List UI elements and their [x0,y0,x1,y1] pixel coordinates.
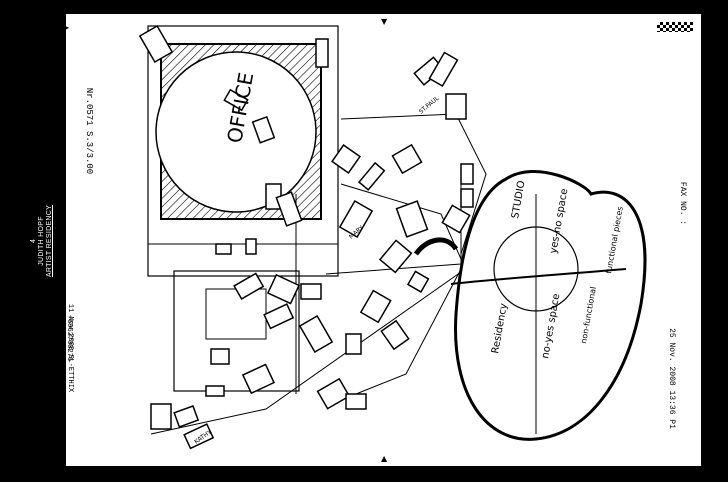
fax-page-code: 02/02 [48,66,58,91]
yes-no-space-label: yes-no space [548,188,570,255]
building-outline [147,25,339,277]
sidebar: 4 JUDITH HOPF ARTIST RESIDENCY [0,0,66,482]
fax-header-pattern [657,22,693,32]
residency-label: Residency [490,302,510,354]
no-yes-space-label: no-yes space [540,293,562,360]
author-name: JUDITH HOPF [38,216,45,266]
fax-sheet: ▼ ▲ ▶ 02/02 Nr.0571 S.3/3.00 19/11/2008 … [36,14,701,466]
studio-stem [450,268,627,285]
functional-pieces-label: functional pieces [604,206,625,275]
studio-apple-shape [454,169,647,441]
non-functional-label: non-functional [579,286,598,344]
top-marker-icon: ▼ [381,17,388,26]
lower-room [173,270,300,392]
office-circle [155,51,317,213]
fax-sender-line-1: 19/11/2008 12:50 +6962700276 [35,304,44,422]
sidebar-label: 4 JUDITH HOPF ARTIST RESIDENCY [30,205,54,277]
st-paul-label: ST.PAUL [418,94,441,115]
corner-marker-icon: ▶ [63,23,70,32]
section-title: ARTIST RESIDENCY [46,204,53,278]
bottom-marker-icon: ▲ [381,454,388,463]
floor-plan-sketch: OFFICE STUDIO yes-no space no-yes space … [138,24,647,450]
furniture-blocks [138,24,474,450]
page-number: 4 [30,239,37,243]
studio-arc [413,237,459,256]
studio-label: STUDIO [510,180,528,220]
lower-inner-room [205,288,267,340]
